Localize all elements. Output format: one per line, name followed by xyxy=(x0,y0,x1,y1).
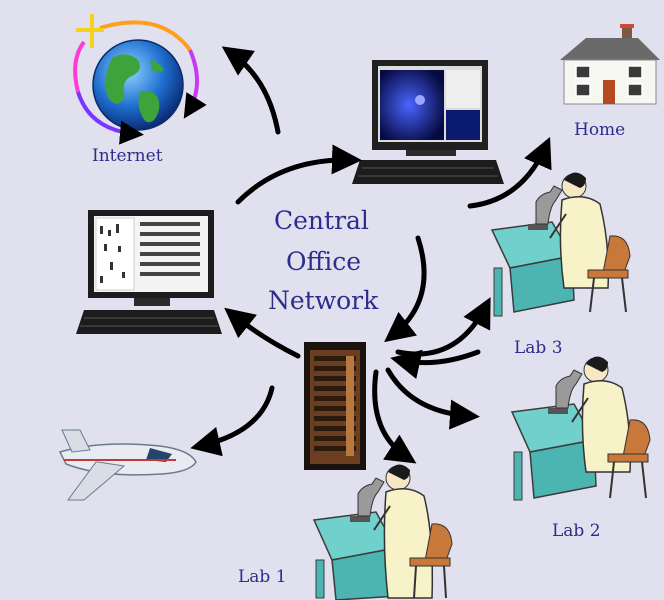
lab2-label: Lab 2 xyxy=(552,521,601,541)
diagram-title-line-3: Network xyxy=(268,286,379,315)
microscope-icon xyxy=(548,369,583,414)
arrow-to-lab2 xyxy=(385,367,480,430)
computer-icon xyxy=(352,60,504,184)
chair-icon xyxy=(587,235,631,313)
lab-station-2 xyxy=(510,356,651,501)
arrow-to-internet xyxy=(221,46,281,135)
scientist-icon xyxy=(373,464,434,599)
computer-icon xyxy=(76,210,222,334)
arrow-central-to-server xyxy=(384,235,427,343)
diagram-title-line-2: Office xyxy=(286,247,362,276)
airplane-icon xyxy=(58,429,197,501)
home-label: Home xyxy=(574,120,626,140)
microscope-icon xyxy=(350,477,385,522)
arrow-to-airplane xyxy=(190,385,275,457)
arrow-to-home xyxy=(467,136,552,209)
lab1-label: Lab 1 xyxy=(238,567,287,587)
scientist-icon xyxy=(571,356,632,473)
globe-icon xyxy=(73,14,207,145)
lab-station-3 xyxy=(490,172,631,317)
chair-icon xyxy=(409,523,453,599)
diagram-title-line-1: Central xyxy=(274,206,369,235)
arrow-lab3-to-server xyxy=(390,349,481,379)
house-icon xyxy=(560,24,660,105)
bench-icon xyxy=(510,403,597,501)
lab-station-1 xyxy=(312,464,453,600)
arrow-to-lab1 xyxy=(372,369,417,464)
chair-icon xyxy=(607,419,651,499)
microscope-icon xyxy=(528,185,563,230)
lab3-label: Lab 3 xyxy=(514,338,563,358)
server-icon xyxy=(304,342,366,470)
internet-label: Internet xyxy=(92,146,163,166)
arrow-to-left-computer xyxy=(224,307,301,359)
arrow-to-top-computer xyxy=(235,144,362,205)
